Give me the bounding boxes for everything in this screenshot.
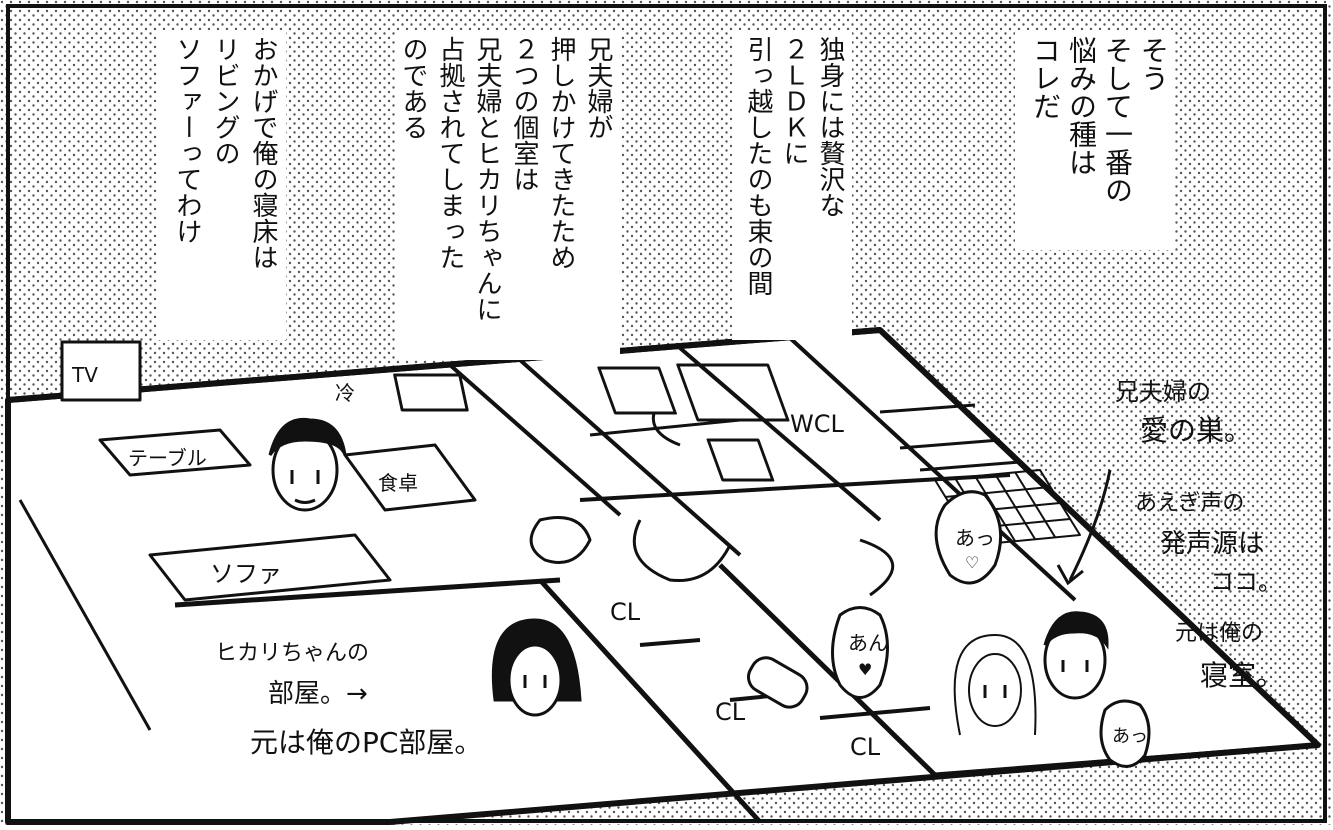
- hikari-room-line2: 部屋。→: [268, 679, 368, 709]
- tv-label: TV: [71, 363, 98, 387]
- table-box: [98, 428, 252, 477]
- se3-text: あっ: [1112, 726, 1148, 747]
- hikari-room-orig: 元は俺のPC部屋。: [250, 726, 482, 759]
- table-label: テーブル: [128, 446, 207, 470]
- narration-3-line5: 占拠されてしまった: [435, 36, 465, 270]
- character-hikari: [491, 618, 582, 717]
- se1-heart: ♡: [965, 553, 979, 572]
- narration-2-line3: 引っ越したのも束の間: [743, 36, 773, 296]
- narration-4-line2: リビングの: [210, 36, 240, 166]
- narration-1-line2: そして一番の: [1101, 36, 1134, 204]
- sound-source-line3: ココ。: [1210, 568, 1282, 596]
- fridge-box: [393, 373, 469, 412]
- cl-mid-label: CL: [715, 698, 746, 726]
- sound-source-line2: 発声源は: [1160, 529, 1264, 559]
- narration-box-2: 独身には贅沢な ２ＬＤＫに 引っ越したのも束の間: [732, 30, 852, 340]
- se1-text: あっ: [955, 526, 995, 550]
- sofa-label: ソファ: [210, 560, 282, 588]
- tv-box: [60, 340, 142, 402]
- arrow-to-bedroom: [1056, 469, 1112, 586]
- narration-2-line2: ２ＬＤＫに: [779, 36, 809, 166]
- narration-box-1: そう そして一番の 悩みの種は コレだ: [1015, 30, 1175, 250]
- se-bubble-1: [934, 490, 1003, 585]
- narration-2-line1: 独身には贅沢な: [815, 36, 845, 218]
- wcl-label: WCL: [790, 410, 844, 438]
- se-bubble-3: [1099, 699, 1151, 768]
- narration-1-line1: そう: [1137, 36, 1170, 92]
- narration-3-line6: のである: [398, 36, 428, 140]
- character-brother-sofa: [268, 417, 347, 512]
- fridge-label: 冷: [335, 381, 355, 405]
- se2-heart: ♥: [858, 660, 872, 679]
- narration-3-line2: 押しかけてきたため: [546, 36, 576, 270]
- narration-3-line1: 兄夫婦が: [583, 36, 613, 140]
- narration-box-4: おかげで俺の寝床は リビングの ソファーってわけ: [158, 30, 286, 340]
- character-brother-bed: [1043, 611, 1109, 700]
- narration-4-line1: おかげで俺の寝床は: [248, 36, 278, 270]
- orig-bedroom-line2: 寝室。: [1200, 659, 1284, 692]
- dining-box: [343, 443, 477, 512]
- narration-4-line3: ソファーってわけ: [172, 36, 202, 244]
- hikari-room-line1: ヒカリちゃんの: [215, 641, 369, 666]
- narration-3-line4: 兄夫婦とヒカリちゃんに: [472, 36, 502, 322]
- sofa-box: [148, 533, 392, 602]
- cl-right-label: CL: [850, 733, 881, 761]
- cl-left-label: CL: [610, 598, 641, 626]
- se2-text: あん: [848, 631, 888, 655]
- narration-box-3: 兄夫婦が 押しかけてきたため ２つの個室は 兄夫婦とヒカリちゃんに 占拠されてし…: [395, 30, 620, 360]
- couple-nest-line2: 愛の巣。: [1140, 414, 1252, 447]
- dining-label: 食卓: [378, 471, 418, 495]
- narration-3-line3: ２つの個室は: [509, 36, 539, 192]
- narration-1-line4: コレだ: [1029, 36, 1062, 120]
- sound-source-line1: あえぎ声の: [1135, 491, 1244, 516]
- se-bubble-2: [831, 606, 889, 699]
- narration-1-line3: 悩みの種は: [1065, 36, 1098, 176]
- couple-nest-line1: 兄夫婦の: [1115, 378, 1211, 406]
- orig-bedroom-line1: 元は俺の: [1175, 621, 1263, 646]
- character-wife: [953, 633, 1037, 736]
